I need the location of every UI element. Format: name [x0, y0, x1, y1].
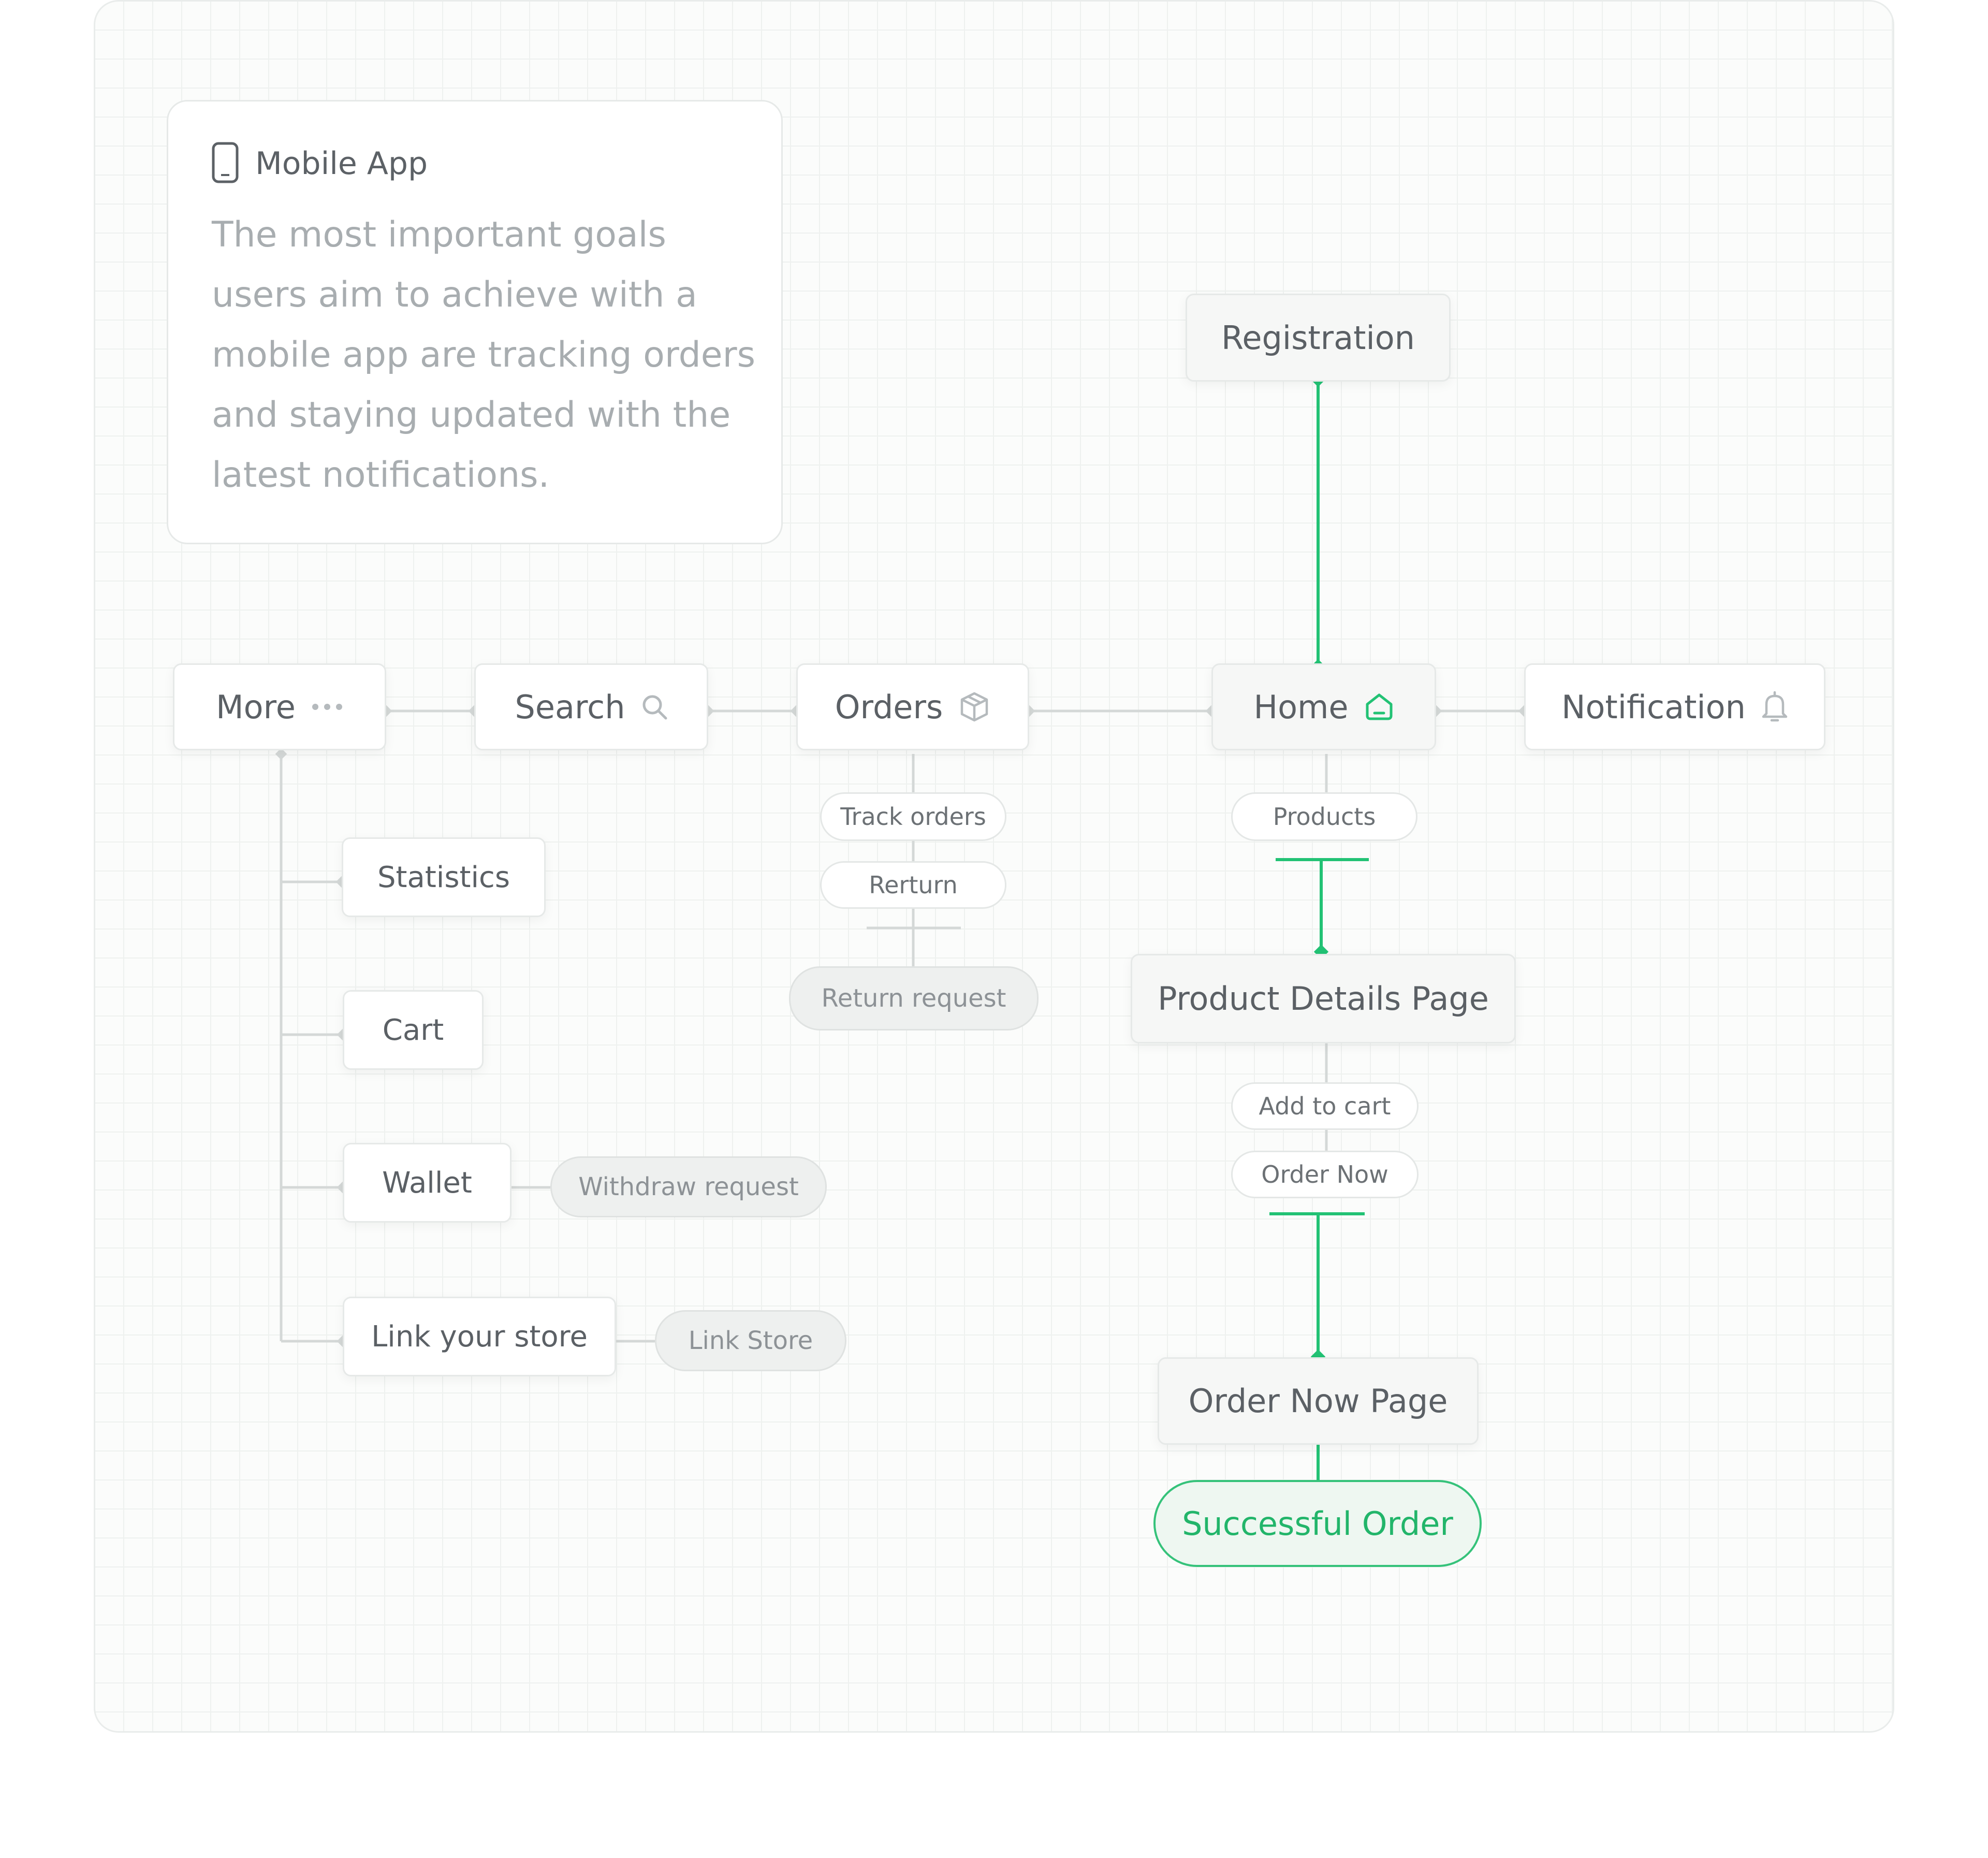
more-dots-icon — [311, 703, 343, 711]
search-icon — [641, 693, 668, 720]
successful-order-label: Successful Order — [1182, 1504, 1453, 1543]
link-store-pill[interactable]: Link Store — [655, 1310, 846, 1371]
registration-node[interactable]: Registration — [1186, 294, 1451, 382]
green-lines — [1269, 380, 1369, 1482]
return-request-pill[interactable]: Return request — [789, 966, 1039, 1030]
home-icon — [1364, 692, 1394, 722]
products-pill[interactable]: Products — [1231, 792, 1417, 841]
statistics-node[interactable]: Statistics — [342, 837, 546, 917]
return-request-label: Return request — [821, 984, 1006, 1013]
search-node[interactable]: Search — [474, 663, 708, 750]
order-now-pill[interactable]: Order Now — [1231, 1151, 1419, 1198]
intro-description: The most important goals users aim to ac… — [212, 214, 756, 496]
box-icon — [958, 691, 990, 723]
home-label: Home — [1253, 688, 1349, 726]
notification-node[interactable]: Notification — [1524, 663, 1825, 750]
more-node[interactable]: More — [173, 663, 386, 750]
product-details-page-node[interactable]: Product Details Page — [1131, 954, 1516, 1043]
rerturn-label: Rerturn — [869, 871, 958, 899]
statistics-label: Statistics — [377, 860, 510, 894]
rerturn-pill[interactable]: Rerturn — [820, 861, 1006, 909]
cart-node[interactable]: Cart — [343, 990, 484, 1070]
cart-label: Cart — [382, 1013, 444, 1047]
add-to-cart-label: Add to cart — [1259, 1092, 1391, 1120]
wallet-label: Wallet — [382, 1166, 472, 1200]
registration-label: Registration — [1221, 318, 1415, 357]
link-your-store-node[interactable]: Link your store — [343, 1297, 616, 1376]
products-label: Products — [1273, 803, 1376, 831]
more-label: More — [216, 688, 296, 726]
withdraw-request-pill[interactable]: Withdraw request — [550, 1156, 827, 1217]
order-now-label: Order Now — [1261, 1160, 1388, 1188]
intro-card: Mobile App The most important goals user… — [167, 100, 783, 544]
track-orders-pill[interactable]: Track orders — [820, 792, 1006, 841]
link-store-label: Link Store — [688, 1326, 813, 1355]
link-your-store-label: Link your store — [371, 1319, 588, 1354]
order-now-page-node[interactable]: Order Now Page — [1158, 1357, 1479, 1445]
intro-title: Mobile App — [255, 146, 428, 182]
order-now-page-label: Order Now Page — [1188, 1382, 1448, 1420]
wallet-node[interactable]: Wallet — [343, 1143, 511, 1223]
withdraw-request-label: Withdraw request — [578, 1172, 799, 1201]
orders-node[interactable]: Orders — [796, 663, 1029, 750]
notification-label: Notification — [1561, 688, 1746, 726]
successful-order-node[interactable]: Successful Order — [1153, 1480, 1482, 1567]
intro-header: Mobile App — [212, 142, 428, 185]
orders-label: Orders — [835, 688, 943, 726]
product-details-page-label: Product Details Page — [1158, 980, 1489, 1018]
phone-icon — [212, 142, 239, 185]
bell-icon — [1761, 691, 1788, 723]
track-orders-label: Track orders — [840, 803, 986, 831]
search-label: Search — [515, 688, 625, 726]
add-to-cart-pill[interactable]: Add to cart — [1231, 1082, 1419, 1130]
home-node[interactable]: Home — [1211, 663, 1436, 750]
